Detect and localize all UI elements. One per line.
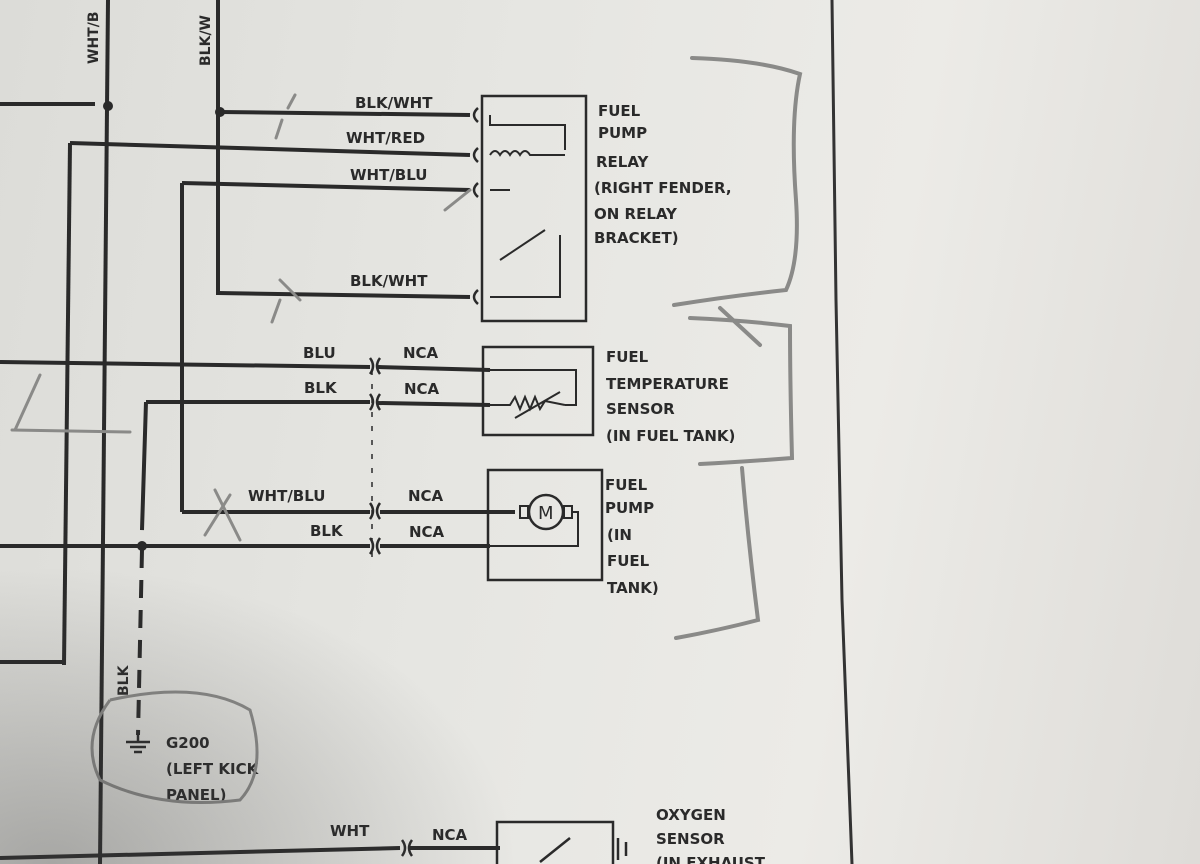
svg-text:(IN EXHAUST: (IN EXHAUST — [656, 854, 766, 864]
pump-connectors — [368, 502, 382, 555]
svg-text:SENSOR: SENSOR — [606, 400, 675, 418]
fuel-pump-box — [486, 468, 604, 582]
relay-title: FUEL PUMP RELAY (RIGHT FENDER, ON RELAY … — [594, 102, 732, 247]
sensor-connectors — [368, 357, 382, 411]
wire-ground-vertical — [140, 401, 148, 531]
svg-text:TANK): TANK) — [607, 579, 659, 597]
label-blk-pump: BLK — [310, 522, 344, 540]
motor-symbol: M — [490, 493, 579, 547]
label-wht-blu-pump: WHT/BLU — [248, 487, 325, 505]
svg-text:G200: G200 — [166, 734, 210, 752]
left-return-wire — [62, 142, 72, 666]
svg-text:FUEL: FUEL — [598, 102, 641, 120]
label-nca-2: NCA — [404, 380, 440, 398]
page-border-line — [830, 0, 854, 864]
wire-wht-oxygen — [0, 846, 401, 860]
fuel-pump-title: FUEL PUMP (IN FUEL TANK) — [605, 476, 659, 597]
svg-text:ON RELAY: ON RELAY — [594, 205, 678, 223]
wire-wht-red — [69, 141, 471, 157]
svg-text:FUEL: FUEL — [607, 552, 650, 570]
relay-internals — [489, 115, 566, 298]
wire-blk-sensor-right — [377, 401, 491, 407]
wire-blk-wht-bottom — [217, 291, 471, 299]
label-nca-4: NCA — [409, 523, 445, 541]
label-wht-red: WHT/RED — [346, 129, 425, 147]
pencil-bracket — [672, 56, 803, 640]
svg-text:BRACKET): BRACKET) — [594, 229, 679, 247]
label-nca-1: NCA — [403, 344, 439, 362]
svg-text:PUMP: PUMP — [605, 499, 654, 517]
svg-text:RELAY: RELAY — [596, 153, 650, 171]
svg-text:OXYGEN: OXYGEN — [656, 806, 726, 824]
relay-box — [480, 94, 588, 323]
label-wht-b-vertical: WHT/B — [86, 12, 102, 65]
oxygen-sensor-box — [495, 820, 615, 864]
junction-dot — [103, 101, 113, 111]
wire-wht-blu-relay — [181, 181, 471, 192]
wire-blu-to-sensor — [377, 365, 491, 372]
label-blk-w-vertical: BLK/W — [198, 15, 214, 66]
temp-sensor-box — [481, 345, 595, 437]
thermistor-symbol — [490, 369, 577, 419]
svg-text:(RIGHT FENDER,: (RIGHT FENDER, — [594, 179, 732, 197]
oxygen-connector — [400, 839, 414, 857]
ground-title: G200 (LEFT KICK PANEL) — [166, 734, 260, 804]
temp-sensor-title: FUEL TEMPERATURE SENSOR (IN FUEL TANK) — [606, 348, 735, 445]
svg-text:(IN FUEL TANK): (IN FUEL TANK) — [606, 427, 735, 445]
label-blu: BLU — [303, 344, 336, 362]
pencil-marks — [10, 93, 472, 542]
label-wht-oxygen: WHT — [330, 822, 370, 840]
svg-text:PANEL): PANEL) — [166, 786, 226, 804]
label-wht-blu-relay: WHT/BLU — [350, 166, 427, 184]
svg-text:PUMP: PUMP — [598, 124, 647, 142]
label-blk-ground-vertical: BLK — [116, 664, 132, 696]
oxygen-title: OXYGEN SENSOR (IN EXHAUST — [656, 806, 766, 864]
svg-text:FUEL: FUEL — [606, 348, 649, 366]
ground-symbol — [126, 735, 150, 754]
label-blk-wht-bottom: BLK/WHT — [350, 272, 428, 290]
label-blk-sensor: BLK — [304, 379, 338, 397]
svg-text:FUEL: FUEL — [605, 476, 648, 494]
oxygen-terminal — [539, 837, 628, 863]
motor-label: M — [538, 503, 554, 524]
label-nca-5: NCA — [432, 826, 468, 844]
wire-ground-dashed — [136, 549, 144, 736]
wire-blu — [0, 360, 371, 369]
label-nca-3: NCA — [408, 487, 444, 505]
svg-text:SENSOR: SENSOR — [656, 830, 725, 848]
svg-text:(LEFT KICK: (LEFT KICK — [166, 760, 260, 778]
wire-blk-wht-top — [219, 110, 471, 117]
relay-connectors — [472, 107, 479, 305]
pencil-circle-ground — [90, 690, 259, 804]
label-blk-wht-top: BLK/WHT — [355, 94, 433, 112]
svg-text:(IN: (IN — [607, 526, 632, 544]
svg-text:TEMPERATURE: TEMPERATURE — [606, 375, 729, 393]
